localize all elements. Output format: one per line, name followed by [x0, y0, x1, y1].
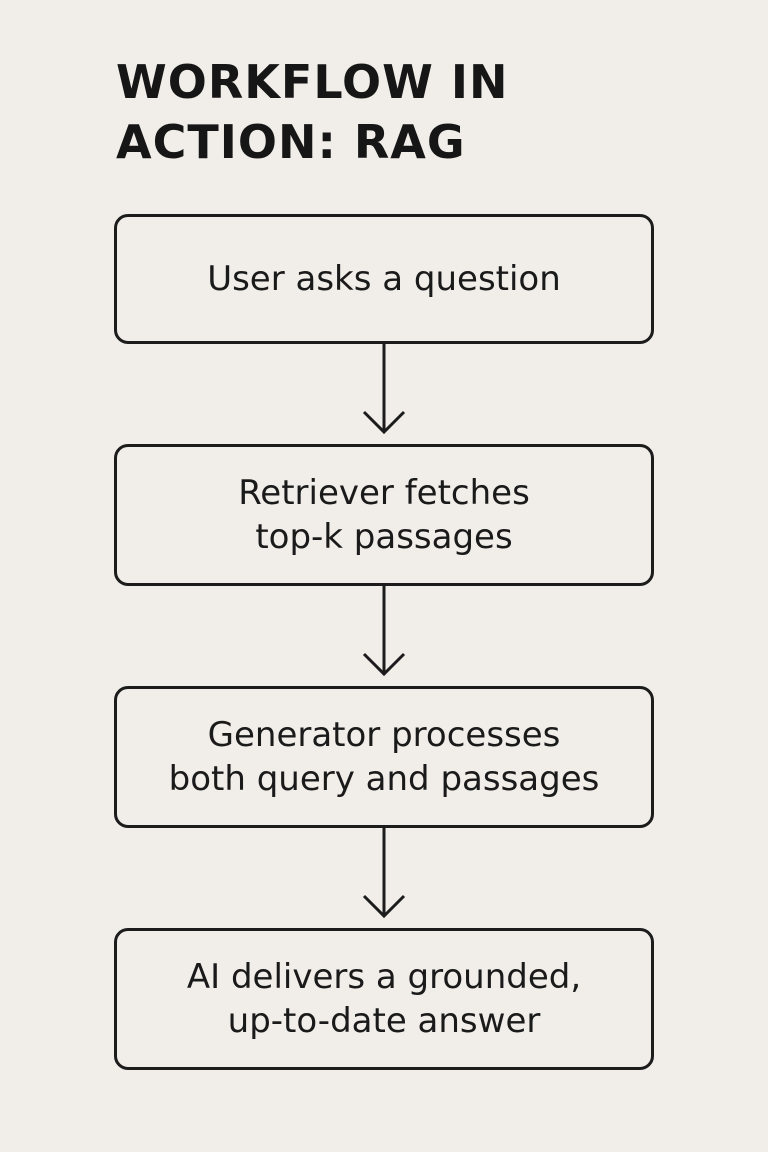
- arrow-down-icon: [362, 828, 406, 919]
- step-4-label-line-2: up-to-date answer: [227, 1001, 541, 1041]
- step-2-label-line-2: top-k passages: [255, 517, 513, 557]
- diagram-title: WORKFLOW IN ACTION: RAG: [116, 52, 676, 172]
- step-3-label-line-2: both query and passages: [168, 759, 600, 799]
- arrow-down-icon: [362, 344, 406, 435]
- diagram-title-line-2: ACTION: RAG: [116, 115, 466, 169]
- step-3-label-line-1: Generator processes: [207, 715, 561, 755]
- step-4-label-line-1: AI delivers a grounded,: [186, 957, 582, 997]
- step-ai-delivers-answer: AI delivers a grounded, up-to-date answe…: [114, 928, 654, 1070]
- arrow-down-icon: [362, 586, 406, 677]
- step-1-label: User asks a question: [207, 259, 561, 299]
- step-2-label-line-1: Retriever fetches: [238, 473, 530, 513]
- step-generator-processes: Generator processes both query and passa…: [114, 686, 654, 828]
- step-user-asks-question: User asks a question: [114, 214, 654, 344]
- step-retriever-fetches-passages: Retriever fetches top-k passages: [114, 444, 654, 586]
- diagram-title-line-1: WORKFLOW IN: [116, 55, 509, 109]
